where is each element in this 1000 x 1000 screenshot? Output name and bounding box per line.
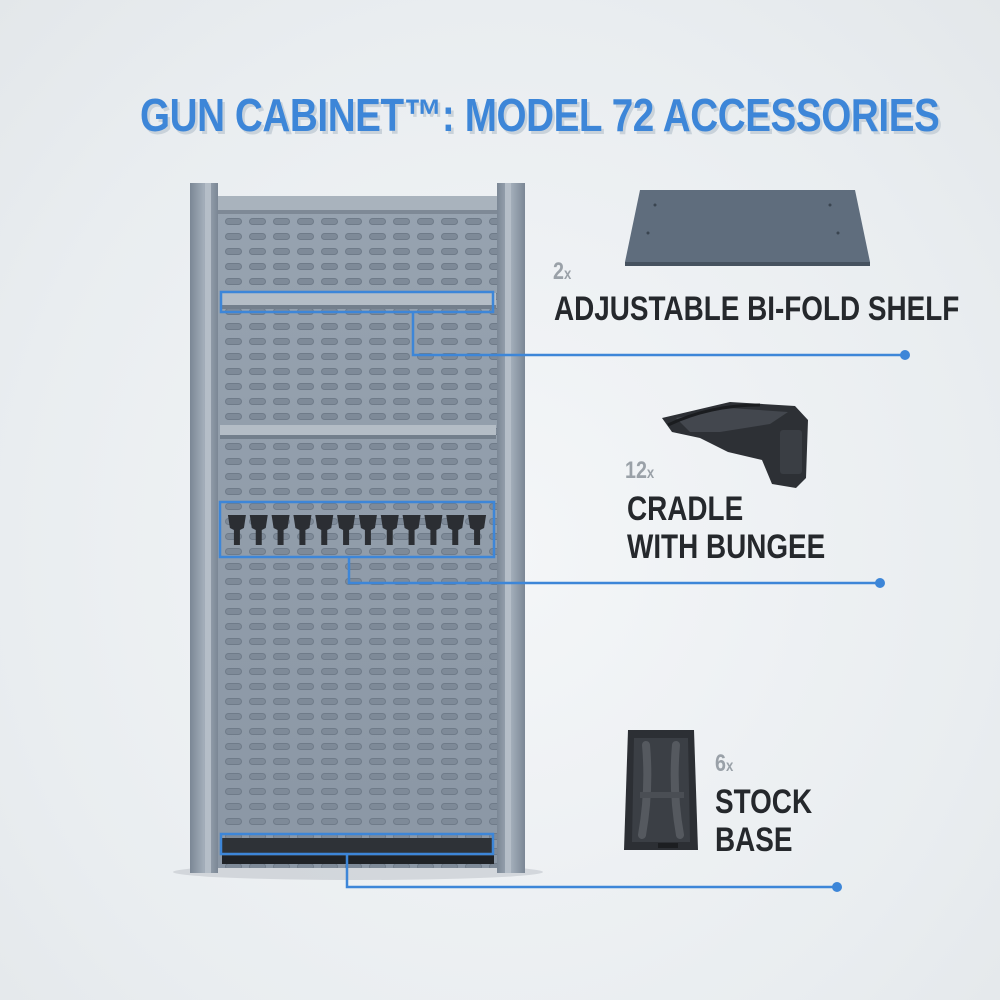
cabinet-cradle bbox=[402, 515, 421, 545]
cabinet-shelf-upper bbox=[220, 293, 496, 307]
highlight-cradles bbox=[218, 500, 496, 559]
cabinet-cradle bbox=[468, 515, 487, 545]
leader-line-stock-base bbox=[345, 854, 837, 889]
accessory-qty-shelf: 2x bbox=[553, 258, 572, 285]
cabinet-cradle bbox=[227, 515, 246, 545]
cabinet-cradle bbox=[358, 515, 377, 545]
leader-dot-shelf bbox=[900, 350, 910, 360]
accessory-label-cradle: CRADLE WITH BUNGEE bbox=[627, 490, 826, 566]
leader-line-cradle bbox=[347, 557, 880, 585]
page-title: GUN CABINET™: MODEL 72 ACCESSORIES bbox=[140, 89, 940, 141]
highlight-stock-base bbox=[219, 832, 495, 856]
leader-dot-stock-base bbox=[832, 882, 842, 892]
cabinet-cradle bbox=[293, 515, 312, 545]
cabinet-cradle bbox=[315, 515, 334, 545]
cabinet-cradle bbox=[271, 515, 290, 545]
bi-fold-shelf-icon bbox=[625, 190, 870, 266]
accessory-qty-cradle: 12x bbox=[625, 457, 655, 484]
cabinet-shelf-middle bbox=[220, 425, 496, 437]
cabinet-cradle bbox=[337, 515, 356, 545]
accessory-label-stock-base: STOCK BASE bbox=[715, 783, 813, 859]
leader-line-shelf bbox=[411, 312, 905, 357]
cabinet-left-post bbox=[190, 183, 218, 873]
accessory-qty-stock-base: 6x bbox=[715, 750, 734, 777]
leader-dot-cradle bbox=[875, 578, 885, 588]
cradle-icon bbox=[662, 402, 808, 488]
stock-base-icon bbox=[624, 730, 698, 850]
cabinet-cradle bbox=[380, 515, 399, 545]
cabinet-cradle bbox=[249, 515, 268, 545]
cabinet-cradle bbox=[424, 515, 443, 545]
cabinet-cradle bbox=[446, 515, 465, 545]
highlight-shelf bbox=[219, 290, 495, 314]
accessory-label-shelf: ADJUSTABLE BI-FOLD SHELF bbox=[554, 290, 960, 328]
cradle-row bbox=[227, 515, 487, 545]
